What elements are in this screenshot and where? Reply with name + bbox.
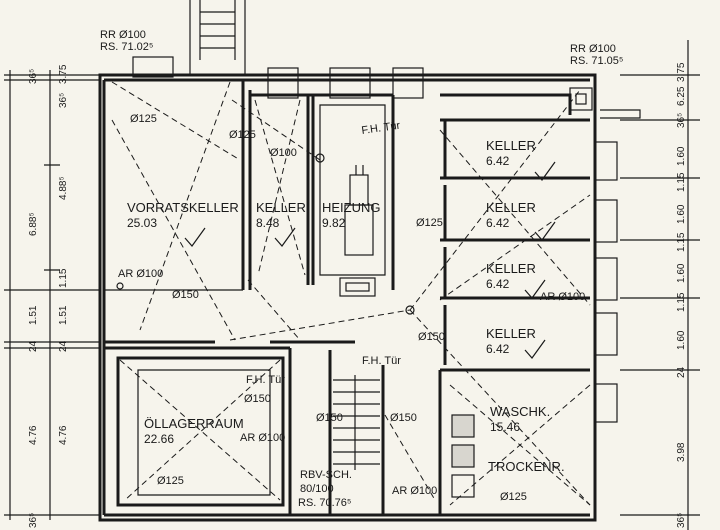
pipe-runs (111, 81, 591, 506)
top-stair-shaft (189, 0, 246, 75)
label-rr-right: RR Ø100 (570, 43, 616, 55)
outer-walls (98, 73, 597, 522)
dim-right-11: 24 (676, 366, 687, 378)
right-niches (594, 109, 641, 423)
room-name-trockenr: TROCKENR. (488, 459, 565, 474)
label-d125-vorrat: Ø125 (130, 113, 157, 125)
dim-left-inner-1: 3.75 (58, 64, 69, 84)
dim-right-6: 1.60 (676, 204, 687, 224)
boiler (319, 104, 386, 297)
room-area-keller-r3: 6.42 (486, 277, 510, 291)
label-d125-mid: Ø125 (416, 217, 443, 229)
dim-left-inner-5: 1.51 (58, 305, 69, 325)
dim-left-outer-4: 24 (28, 340, 39, 352)
label-rbv-2: 80/100 (300, 483, 334, 495)
room-name-heizung: HEIZUNG (322, 200, 381, 215)
dim-left-inner-7: 4.76 (58, 425, 69, 445)
room-name-keller-r4: KELLER (486, 326, 536, 341)
pipe-labels: RR Ø100 RS. 71.02⁵ RR Ø100 RS. 71.05⁵ Ø1… (100, 29, 623, 509)
dim-right-5: 1.15 (676, 172, 687, 192)
label-fh-door-mid: F.H. Tür (362, 355, 401, 367)
dim-left-inner-2: 36⁵ (58, 93, 69, 108)
door-labels: F.H. Tür F.H. Tür F.H. Tür (246, 120, 401, 386)
dim-right-9: 1.15 (676, 292, 687, 312)
dim-right-13: 36⁵ (676, 513, 687, 528)
room-area-oellager: 22.66 (144, 432, 174, 446)
label-d100-top: Ø100 (270, 147, 297, 159)
room-area-keller-r1: 6.42 (486, 154, 510, 168)
label-ar100-lower: AR Ø100 (392, 485, 437, 497)
dim-right-2: 6.25 (676, 86, 687, 106)
label-rbv-3: RS. 70.76⁵ (298, 497, 351, 509)
label-fh-door-oel: F.H. Tür (246, 374, 285, 386)
dim-left-outer-5: 4.76 (28, 425, 39, 445)
label-d125-wasch: Ø125 (500, 491, 527, 503)
room-name-oellager: ÖLLAGERRAUM (144, 416, 244, 431)
label-rbv-1: RBV-SCH. (300, 469, 352, 481)
label-rr-left: RR Ø100 (100, 29, 146, 41)
label-d150-lower: Ø150 (390, 412, 417, 424)
label-rs-left: RS. 71.02⁵ (100, 41, 153, 53)
room-name-keller-r3: KELLER (486, 261, 536, 276)
dim-right-8: 1.60 (676, 263, 687, 283)
dimensions-right: 3.75 6.25 36⁵ 1.60 1.15 1.60 1.15 1.60 1… (620, 40, 700, 530)
dimensions-left: 36⁵ 6.88⁵ 1.51 24 4.76 36⁵ 3.75 36⁵ 4.88… (4, 64, 100, 528)
dim-left-inner-3: 4.88⁵ (58, 176, 69, 200)
label-ar100-left: AR Ø100 (118, 268, 163, 280)
room-name-keller-r1: KELLER (486, 138, 536, 153)
room-labels: VORRATSKELLER 25.03 KELLER 8.48 HEIZUNG … (127, 138, 565, 474)
dim-left-inner-6: 24 (58, 340, 69, 352)
dim-left-outer-6: 36⁵ (28, 513, 39, 528)
room-name-keller-mid: KELLER (256, 200, 306, 215)
interior-walls (104, 80, 590, 515)
room-area-keller-r4: 6.42 (486, 342, 510, 356)
label-fh-door-top: F.H. Tür (361, 120, 402, 137)
top-niches (132, 56, 593, 111)
dim-right-3: 36⁵ (676, 113, 687, 128)
room-name-waschk: WASCHK. (490, 404, 550, 419)
check-marks (184, 161, 556, 359)
wash-fixtures (451, 414, 475, 498)
label-d125-top: Ø125 (229, 129, 256, 141)
dim-right-4: 1.60 (676, 146, 687, 166)
label-d150-stair: Ø150 (316, 412, 343, 424)
room-name-vorratskeller: VORRATSKELLER (127, 200, 239, 215)
label-d150-center: Ø150 (418, 331, 445, 343)
label-d150-left: Ø150 (172, 289, 199, 301)
dim-left-outer-1: 36⁵ (28, 69, 39, 84)
room-area-keller-mid: 8.48 (256, 216, 280, 230)
room-area-keller-r2: 6.42 (486, 216, 510, 230)
lower-stairs (333, 375, 380, 470)
dim-right-1: 3.75 (676, 62, 687, 82)
label-d125-oel: Ø125 (157, 475, 184, 487)
room-name-keller-r2: KELLER (486, 200, 536, 215)
dim-left-outer-3: 1.51 (28, 305, 39, 325)
dim-right-10: 1.60 (676, 330, 687, 350)
dim-right-12: 3.98 (676, 442, 687, 462)
dim-left-outer-2: 6.88⁵ (28, 212, 39, 236)
room-area-heizung: 9.82 (322, 216, 346, 230)
room-area-waschk: 15.46 (490, 420, 520, 434)
dim-right-7: 1.15 (676, 232, 687, 252)
room-area-vorratskeller: 25.03 (127, 216, 157, 230)
label-rs-right: RS. 71.05⁵ (570, 55, 623, 67)
dim-left-inner-4: 1.15 (58, 268, 69, 288)
label-d150-oel: Ø150 (244, 393, 271, 405)
label-ar100-oel: AR Ø100 (240, 432, 285, 444)
label-ar100-right: AR Ø100 (540, 291, 585, 303)
